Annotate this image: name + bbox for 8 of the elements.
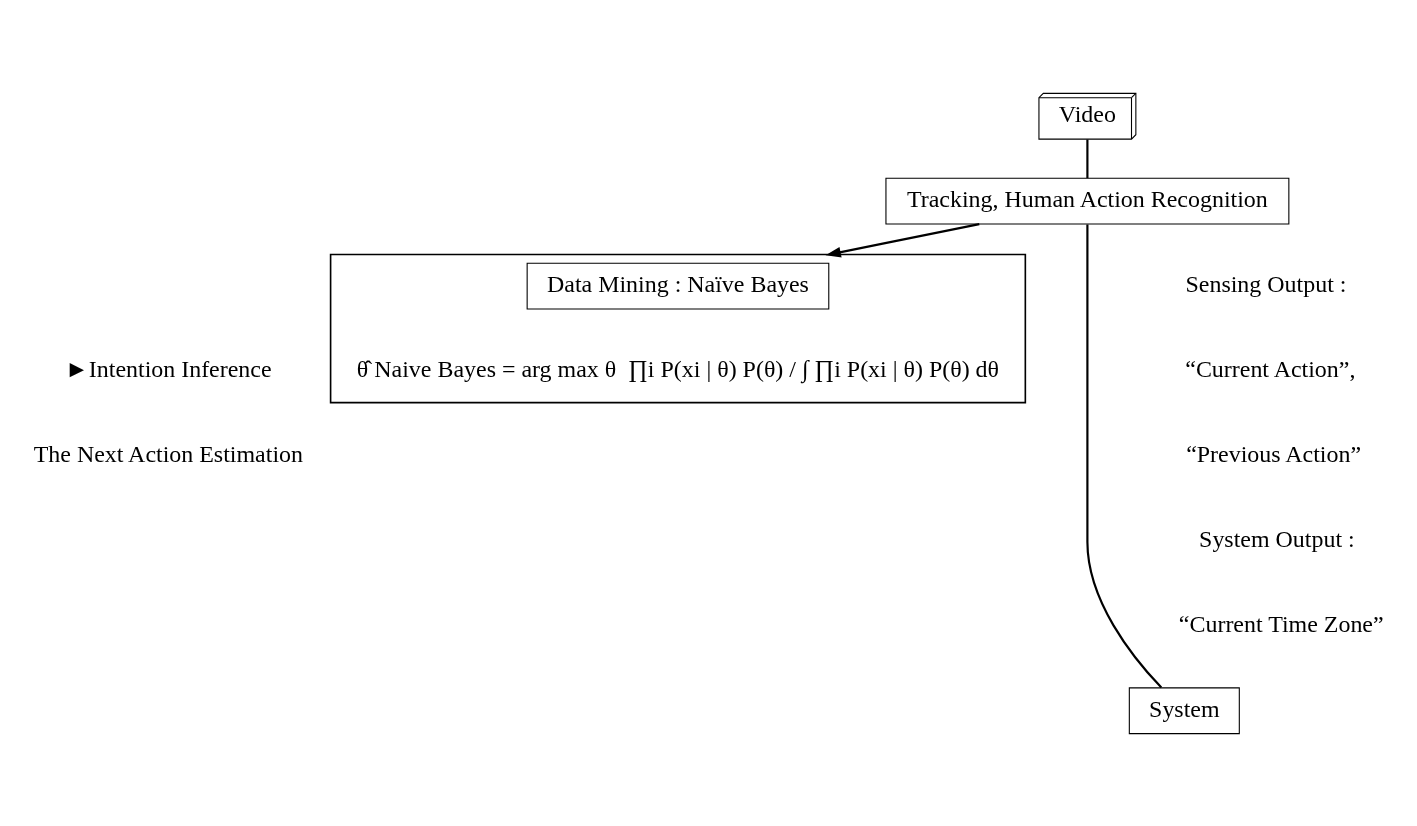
label: “Previous Action” — [1185, 440, 1361, 467]
label: “Current Time Zone” — [1178, 610, 1384, 637]
node-text: θ̂ Naive Bayes = arg max θ ∏i P(xi | θ) P(θ) / ∫ ∏i P(xi | θ) P(θ) dθ — [356, 355, 999, 382]
label: Sensing Output : — [1185, 270, 1346, 297]
label: The Next Action Estimation — [33, 440, 303, 467]
label: ►Intention Inference — [64, 355, 272, 382]
label: “Current Action”, — [1184, 355, 1355, 382]
label: System Output : — [1198, 525, 1355, 552]
